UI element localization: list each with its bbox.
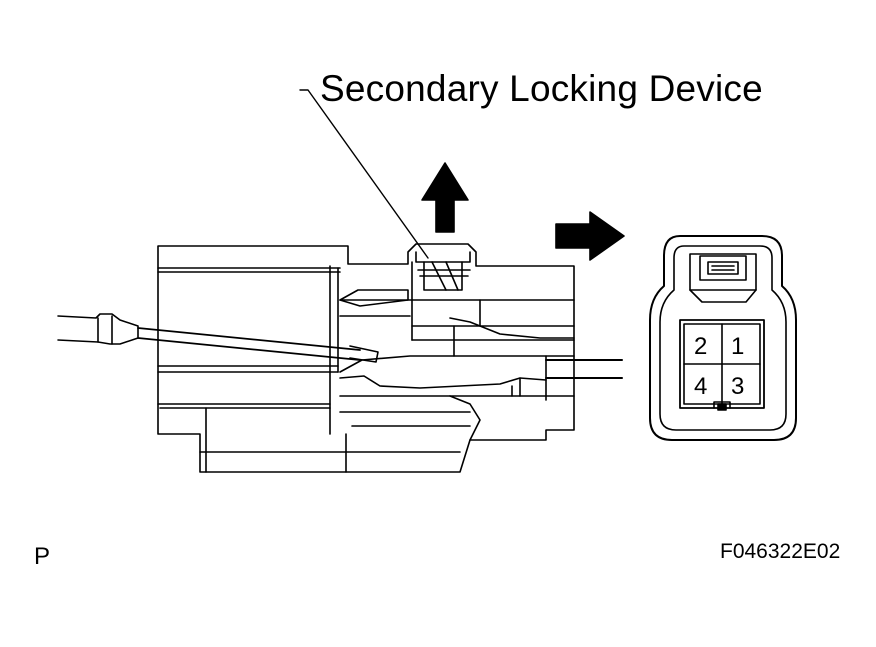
terminal-probe: [57, 313, 379, 363]
terminal-4-label: 4: [694, 373, 707, 400]
callout-leader-line: [299, 89, 429, 259]
figure-id-label: F046322E02: [720, 540, 841, 563]
secondary-locking-device-label: Secondary Locking Device: [320, 68, 763, 109]
connector-front-view: [649, 235, 797, 441]
terminal-labels: 2 1 4 3: [694, 333, 744, 400]
terminal-2-label: 2: [694, 333, 707, 360]
terminal-3-label: 3: [731, 373, 744, 400]
terminal-1-label: 1: [731, 333, 744, 360]
right-arrow-icon: [555, 211, 625, 261]
up-arrow-icon: [421, 162, 469, 233]
connector-side-view: [157, 243, 623, 473]
view-marker-label: P: [34, 543, 51, 570]
